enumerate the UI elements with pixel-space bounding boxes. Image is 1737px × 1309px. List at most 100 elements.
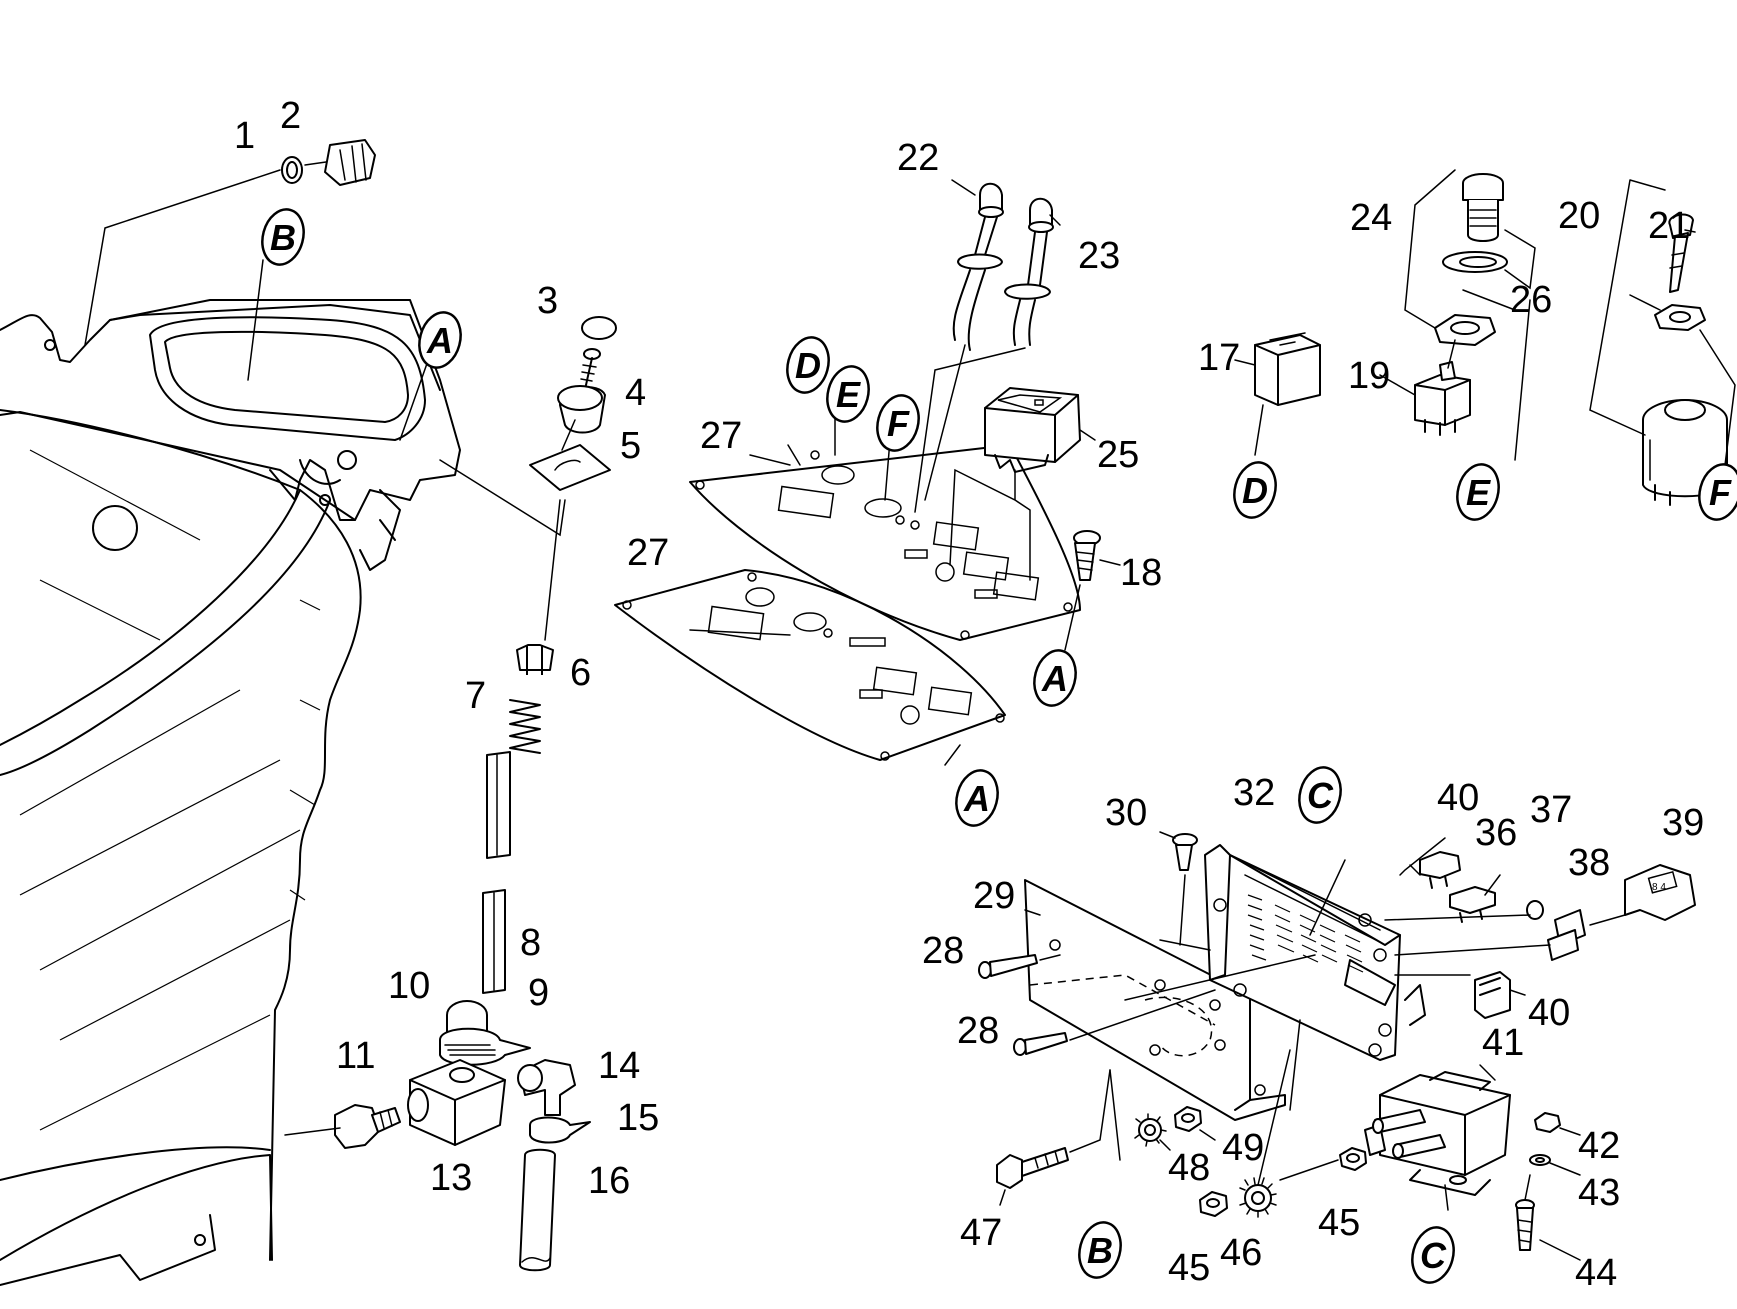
ref-b-upper: B xyxy=(261,208,305,266)
svg-text:A: A xyxy=(426,320,453,361)
leader-29-pcb xyxy=(1159,939,1211,951)
leader-20 xyxy=(1589,179,1666,436)
leader-18-a xyxy=(1064,584,1081,651)
leader-22 xyxy=(924,344,966,501)
label-part-13: 13 xyxy=(430,1157,472,1199)
leader-30 xyxy=(1159,831,1176,839)
leader-30-down xyxy=(1179,874,1186,946)
leader-44-up xyxy=(1524,1174,1531,1201)
part-24-lamp-socket xyxy=(1462,173,1504,242)
label-part-27-rear: 27 xyxy=(627,532,669,574)
leader-c-upper xyxy=(1309,859,1346,936)
leader-28-lower xyxy=(1069,989,1216,1041)
leader-37 xyxy=(1384,914,1531,921)
ref-e-panel: E xyxy=(826,365,870,423)
part-48-washer xyxy=(1134,1113,1167,1147)
leader-5 xyxy=(561,419,576,451)
ref-f-panel: F xyxy=(876,394,920,452)
fuse-cover-label-graphic: 8 4 xyxy=(1652,882,1666,893)
part-4-screw xyxy=(580,348,601,386)
leader-c-lower xyxy=(1444,1184,1449,1211)
part-17-connector xyxy=(1254,332,1321,406)
label-part-10: 10 xyxy=(388,965,430,1007)
label-part-3: 3 xyxy=(537,280,558,322)
leader-d-panel xyxy=(787,444,801,466)
part-41-relay xyxy=(1364,1071,1511,1196)
part-8-shaft xyxy=(482,751,511,994)
svg-text:B: B xyxy=(270,217,296,258)
label-part-19: 19 xyxy=(1348,355,1390,397)
part-40-fuse-lower xyxy=(1474,971,1511,1019)
part-11-fitting xyxy=(334,1104,401,1149)
leader-26-e xyxy=(1462,289,1516,311)
leader-19 xyxy=(1379,374,1416,396)
label-part-38: 38 xyxy=(1568,842,1610,884)
leader-17 xyxy=(1234,359,1256,366)
label-part-49: 49 xyxy=(1222,1127,1264,1169)
leader-47-label xyxy=(999,1189,1006,1206)
leader-40-lower-label xyxy=(1509,989,1526,996)
label-part-30: 30 xyxy=(1105,792,1147,834)
label-part-36: 36 xyxy=(1475,812,1517,854)
part-24-nut xyxy=(1434,314,1496,346)
leader-49 xyxy=(1199,1129,1216,1141)
svg-text:C: C xyxy=(1307,775,1334,816)
part-3-cap xyxy=(581,316,617,340)
label-part-14: 14 xyxy=(598,1045,640,1087)
label-part-45-right: 45 xyxy=(1318,1202,1360,1244)
ref-f-ignition: F xyxy=(1698,463,1737,521)
part-2-nut xyxy=(324,139,376,186)
ref-a-housing: A xyxy=(418,311,462,369)
label-part-27-front: 27 xyxy=(700,415,742,457)
leader-24-19 xyxy=(1447,339,1456,369)
part-15-hose-clamp xyxy=(529,1116,591,1144)
part-18-screw xyxy=(1073,530,1101,581)
part-16-hose xyxy=(519,1148,556,1272)
leader-e-19 xyxy=(1514,299,1531,461)
leader-28-upper xyxy=(1039,954,1061,961)
ref-c-relay: C xyxy=(1411,1226,1455,1284)
label-part-45-left: 45 xyxy=(1168,1247,1210,1289)
leader-42 xyxy=(1559,1127,1581,1136)
ref-a-panel-front: A xyxy=(1033,649,1077,707)
leader-27-a xyxy=(944,744,961,766)
part-19-relay xyxy=(1414,361,1471,436)
ref-a-panel-rear: A xyxy=(955,769,999,827)
leader-25 xyxy=(949,468,1031,581)
svg-text:B: B xyxy=(1087,1230,1113,1271)
part-29-bracket xyxy=(1024,879,1286,1121)
label-part-42: 42 xyxy=(1578,1125,1620,1167)
leader-a-housing xyxy=(399,354,431,441)
leader-27-rear xyxy=(689,629,791,636)
part-13-valve-body xyxy=(407,1059,506,1146)
leader-47 xyxy=(1069,1069,1111,1153)
svg-text:A: A xyxy=(1041,658,1068,699)
ref-b-bracket: B xyxy=(1078,1221,1122,1279)
label-part-22: 22 xyxy=(897,137,939,179)
part-28-screw-upper xyxy=(978,954,1038,979)
label-part-40-lower: 40 xyxy=(1528,992,1570,1034)
ref-c-pcb: C xyxy=(1298,766,1342,824)
leader-27-front xyxy=(749,454,791,466)
part-27-front-panel xyxy=(689,444,1081,641)
housing-body xyxy=(0,299,461,1286)
leader-spindle-6 xyxy=(544,499,561,641)
label-part-23: 23 xyxy=(1078,235,1120,277)
part-44-bolt xyxy=(1515,1199,1535,1251)
ref-d-connector: D xyxy=(1233,461,1277,519)
leader-bracket-pcb xyxy=(1124,954,1316,1001)
label-part-37: 37 xyxy=(1530,789,1572,831)
label-part-11: 11 xyxy=(336,1035,375,1077)
leader-44 xyxy=(1539,1239,1581,1261)
leader-18 xyxy=(1099,559,1121,566)
svg-text:F: F xyxy=(887,403,910,444)
leader-29 xyxy=(1024,909,1041,916)
leader-23-label xyxy=(1049,214,1061,226)
leader-46-c xyxy=(1257,1049,1291,1186)
leader-24 xyxy=(1404,169,1456,329)
part-1-ring xyxy=(281,156,303,184)
label-part-6: 6 xyxy=(570,652,591,694)
label-part-39: 39 xyxy=(1662,802,1704,844)
leader-23 xyxy=(914,347,1026,513)
